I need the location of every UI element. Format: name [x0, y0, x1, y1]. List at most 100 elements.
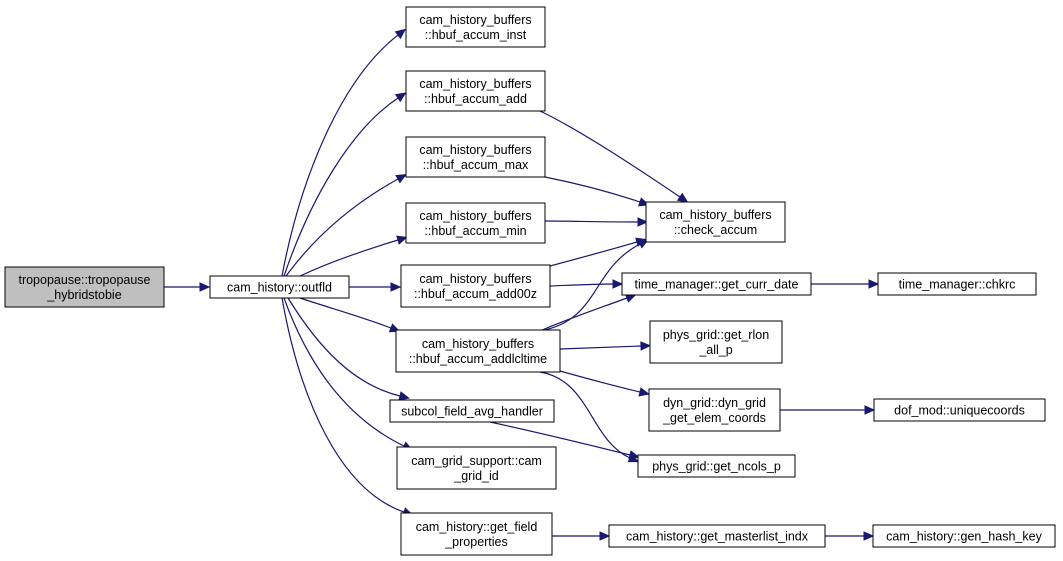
- edge-subcol-to-ncols: [489, 421, 640, 460]
- arrowhead-icon: [676, 192, 689, 203]
- edge-root-to-outfld: [164, 282, 211, 292]
- node-masterlist[interactable]: cam_history::get_masterlist_indx: [608, 524, 826, 548]
- edge-line: [281, 297, 405, 513]
- edge-line: [544, 220, 639, 223]
- node-elem[interactable]: dyn_grid::dyn_grid_get_elem_coords: [648, 388, 781, 432]
- node-box: [209, 275, 350, 299]
- node-label: cam_history_buffers: [422, 337, 534, 351]
- edge-outfld-to-add00z: [349, 282, 402, 292]
- node-max[interactable]: cam_history_buffers::hbuf_accum_max: [405, 136, 546, 178]
- edge-elem-to-unique: [780, 405, 876, 415]
- node-label: _hybridstobie: [46, 288, 121, 302]
- edge-outfld-to-subcol: [287, 297, 410, 401]
- node-chkrc[interactable]: time_manager::chkrc: [877, 272, 1037, 296]
- node-subcol[interactable]: subcol_field_avg_handler: [389, 399, 555, 423]
- node-label: _get_elem_coords: [662, 411, 766, 425]
- node-label: ::check_accum: [674, 223, 757, 237]
- node-box: [608, 524, 826, 548]
- node-label: cam_history_buffers: [419, 272, 531, 286]
- node-outfld[interactable]: cam_history::outfld: [209, 275, 350, 299]
- node-label: cam_history::outfld: [227, 281, 332, 295]
- edge-outfld-to-add: [283, 92, 407, 277]
- edge-line: [539, 110, 681, 198]
- edge-line: [539, 297, 628, 332]
- node-box: [405, 6, 546, 48]
- node-label: time_manager::get_curr_date: [635, 278, 799, 292]
- node-box: [405, 202, 546, 244]
- arrowhead-icon: [395, 174, 407, 184]
- edge-outfld-to-max: [285, 174, 407, 277]
- arrowhead-icon: [868, 279, 880, 289]
- node-label: subcol_field_avg_handler: [401, 405, 543, 419]
- edge-line: [287, 297, 401, 397]
- arrowhead-icon: [638, 387, 650, 397]
- node-label: _grid_id: [453, 469, 499, 483]
- edge-line: [549, 241, 638, 267]
- edge-line: [283, 297, 405, 447]
- node-label: _properties: [444, 535, 508, 549]
- arrowhead-icon: [396, 235, 408, 245]
- edge-line: [544, 176, 641, 203]
- edge-outfld-to-inst: [281, 28, 407, 277]
- edge-line: [549, 283, 614, 287]
- edge-add-to-check: [539, 110, 689, 203]
- arrowhead-icon: [394, 92, 407, 103]
- node-label: cam_history::gen_hash_key: [886, 530, 1042, 544]
- node-label: time_manager::chkrc: [899, 278, 1016, 292]
- node-add00z[interactable]: cam_history_buffers::hbuf_accum_add00z: [400, 264, 551, 308]
- node-ncols[interactable]: phys_grid::get_ncols_p: [637, 454, 796, 478]
- arrowhead-icon: [637, 217, 649, 227]
- node-label: phys_grid::get_ncols_p: [652, 460, 781, 474]
- node-rlon[interactable]: phys_grid::get_rlon_all_p: [649, 320, 783, 364]
- node-box: [648, 388, 781, 432]
- node-box: [400, 264, 551, 308]
- node-currdate[interactable]: time_manager::get_curr_date: [621, 272, 812, 296]
- node-label: dyn_grid::dyn_grid: [663, 396, 766, 410]
- edge-line: [283, 97, 399, 277]
- edge-masterlist-to-hash: [825, 531, 875, 541]
- node-label: cam_history_buffers: [419, 209, 531, 223]
- node-box: [395, 329, 561, 373]
- node-addlcl[interactable]: cam_history_buffers::hbuf_accum_addlclti…: [395, 329, 561, 373]
- edge-addlcl-to-currdate: [539, 293, 637, 332]
- node-box: [877, 272, 1037, 296]
- edge-max-to-check: [544, 176, 650, 207]
- node-label: cam_history_buffers: [419, 13, 531, 27]
- node-label: dof_mod::uniquecoords: [894, 404, 1025, 418]
- node-label: ::hbuf_accum_max: [423, 158, 529, 172]
- edge-line: [559, 345, 642, 350]
- edge-line: [285, 178, 399, 277]
- node-unique[interactable]: dof_mod::uniquecoords: [873, 398, 1046, 422]
- node-getfield[interactable]: cam_history::get_field_properties: [400, 512, 553, 556]
- node-box: [637, 454, 796, 478]
- node-box: [400, 512, 553, 556]
- node-root[interactable]: tropopause::tropopause_hybridstobie: [4, 266, 165, 308]
- node-check[interactable]: cam_history_buffers::check_accum: [645, 201, 786, 243]
- arrowhead-icon: [398, 391, 410, 401]
- node-label: cam_grid_support::cam: [411, 454, 542, 468]
- node-box: [389, 399, 555, 423]
- arrowhead-icon: [628, 450, 640, 460]
- node-label: tropopause::tropopause: [18, 273, 150, 287]
- arrowhead-icon: [599, 531, 611, 541]
- nodes-layer: tropopause::tropopause_hybridstobiecam_h…: [4, 6, 1056, 556]
- arrowhead-icon: [863, 531, 875, 541]
- node-label: ::hbuf_accum_add: [424, 92, 527, 106]
- node-inst[interactable]: cam_history_buffers::hbuf_accum_inst: [405, 6, 546, 48]
- node-label: cam_history_buffers: [659, 208, 771, 222]
- edge-line: [489, 421, 631, 456]
- node-label: cam_history::get_field: [416, 520, 538, 534]
- node-box: [649, 320, 783, 364]
- node-hash[interactable]: cam_history::gen_hash_key: [872, 524, 1056, 548]
- edge-getfield-to-masterlist: [552, 531, 611, 541]
- node-box: [396, 446, 557, 490]
- node-box: [405, 70, 546, 112]
- node-add[interactable]: cam_history_buffers::hbuf_accum_add: [405, 70, 546, 112]
- edge-addlcl-to-elem: [559, 370, 650, 397]
- node-gridid[interactable]: cam_grid_support::cam_grid_id: [396, 446, 557, 490]
- arrowhead-icon: [864, 405, 876, 415]
- edge-line: [281, 34, 399, 277]
- edge-outfld-to-addlcl: [299, 297, 401, 333]
- node-min[interactable]: cam_history_buffers::hbuf_accum_min: [405, 202, 546, 244]
